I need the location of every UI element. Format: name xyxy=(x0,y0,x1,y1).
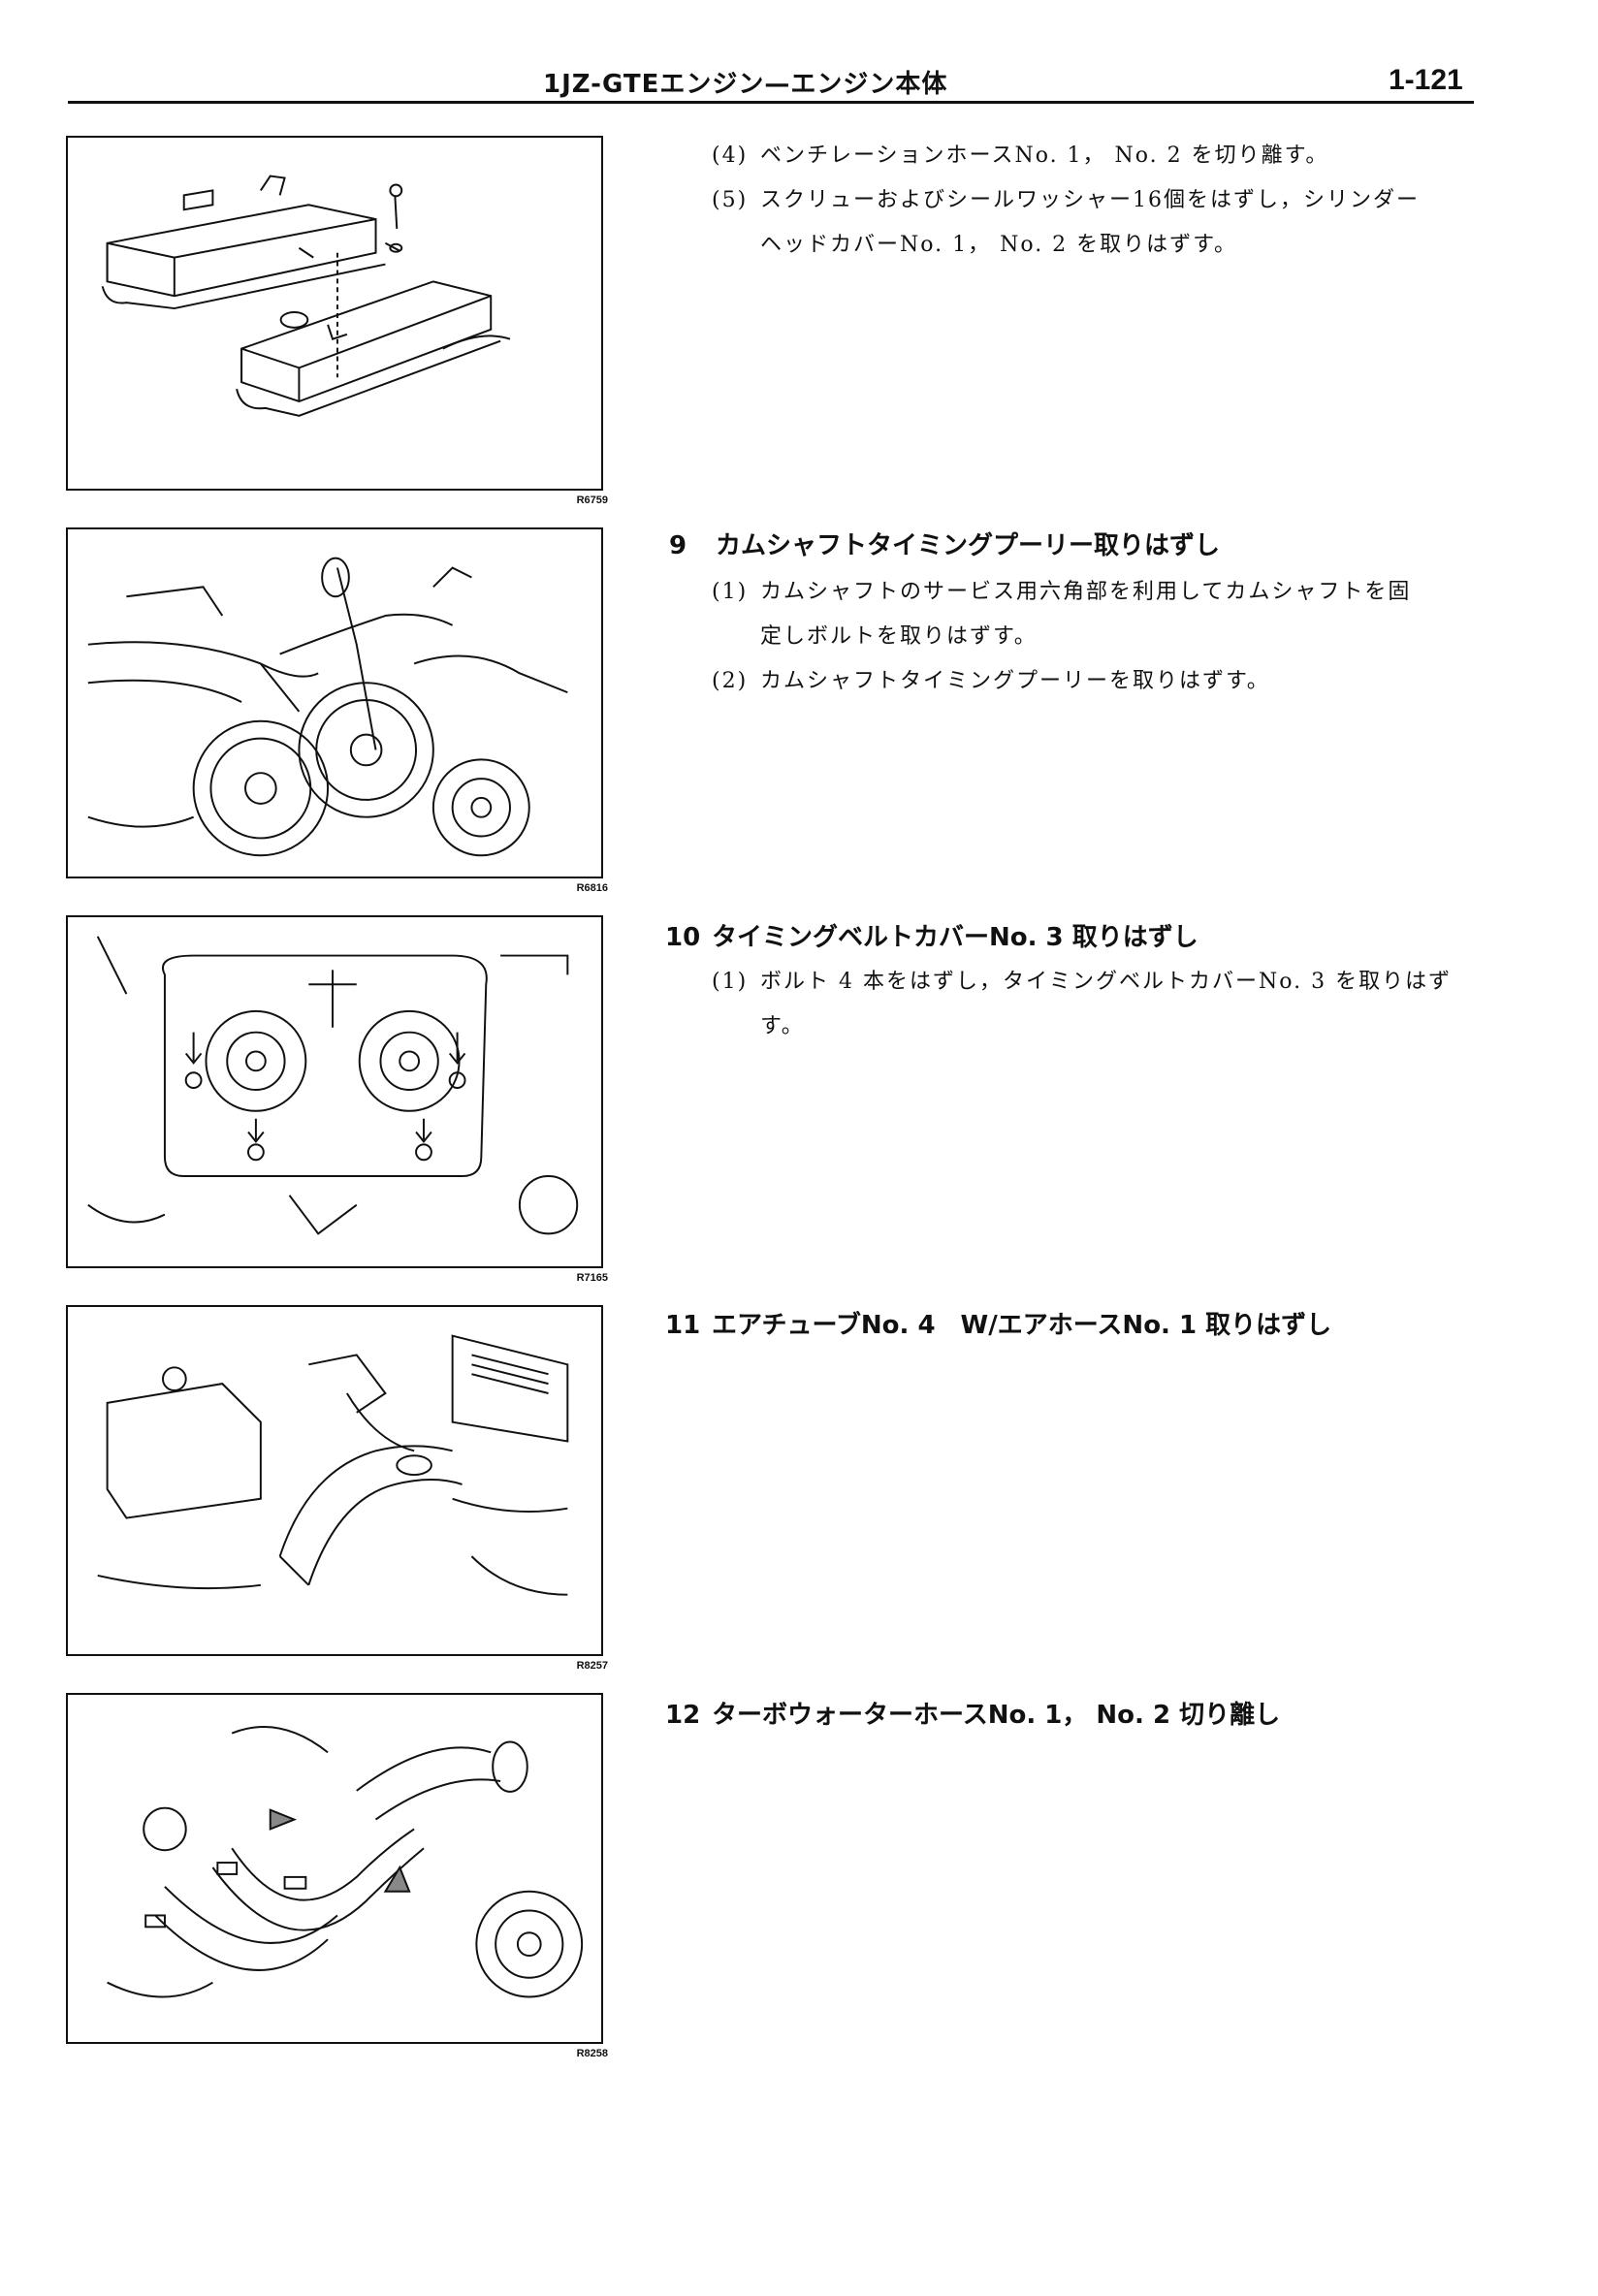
step-text: カムシャフトタイミングプーリーを取りはずす。 xyxy=(760,669,1270,693)
figure-turbo-water-hose xyxy=(66,1693,603,2044)
step-4: (4) ベンチレーションホースNo. 1， No. 2 を切り離す。 xyxy=(712,138,1328,169)
figure-code: R8257 xyxy=(576,1660,608,1672)
figure-timing-belt-cover xyxy=(66,915,603,1268)
section-9-step-1-continuation: 定しボルトを取りはずす。 xyxy=(760,624,1038,649)
turbo-water-hose-illustration xyxy=(107,1726,584,1998)
section-9-heading: 9 カムシャフトタイミングプーリー取りはずし xyxy=(669,526,1220,561)
section-12-heading: 12 ターボウォーターホースNo. 1， No. 2 切り離し xyxy=(665,1695,1280,1731)
figure-air-tube-removal xyxy=(66,1305,603,1656)
step-5-number: (5) xyxy=(712,188,749,212)
step-4-number: (4) xyxy=(712,144,749,168)
figure-code: R8258 xyxy=(576,2048,608,2059)
step-text: ボルト 4 本をはずし，タイミングベルトカバーNo. 3 を取りはず xyxy=(760,970,1453,994)
step-number: (1) xyxy=(712,580,749,604)
section-11-heading: 11 エアチューブNo. 4 W/エアホースNo. 1 取りはずし xyxy=(665,1305,1331,1341)
figure-code: R6759 xyxy=(576,494,608,506)
page-header-title: 1JZ-GTEエンジン—エンジン本体 xyxy=(543,70,948,99)
timing-belt-cover-illustration xyxy=(87,936,579,1235)
section-number: 12 xyxy=(665,1701,701,1730)
figure-camshaft-pulley-removal xyxy=(66,527,603,878)
section-title: カムシャフトタイミングプーリー取りはずし xyxy=(716,531,1221,560)
step-4-text: ベンチレーションホースNo. 1， No. 2 を切り離す。 xyxy=(760,144,1329,168)
step-number: (2) xyxy=(712,669,749,693)
section-number: 9 xyxy=(669,531,687,560)
header-rule xyxy=(68,101,1474,104)
section-9-step-1: (1) カムシャフトのサービス用六角部を利用してカムシャフトを固 xyxy=(712,574,1411,605)
section-title: タイミングベルトカバーNo. 3 取りはずし xyxy=(712,923,1198,952)
section-number: 10 xyxy=(665,923,701,952)
step-text: カムシャフトのサービス用六角部を利用してカムシャフトを固 xyxy=(760,580,1412,604)
cylinder-head-cover-illustration xyxy=(101,175,511,417)
page-number: 1-121 xyxy=(1389,64,1463,96)
section-10-step-1: (1) ボルト 4 本をはずし，タイミングベルトカバーNo. 3 を取りはず xyxy=(712,964,1452,995)
figure-code: R7165 xyxy=(576,1272,608,1284)
figure-cylinder-head-covers xyxy=(66,136,603,491)
figure-code: R6816 xyxy=(576,882,608,894)
step-5-continuation: ヘッドカバーNo. 1， No. 2 を取りはずす。 xyxy=(760,233,1237,257)
step-5-text: スクリューおよびシールワッシャー16個をはずし，シリンダー xyxy=(760,188,1420,212)
air-tube-illustration xyxy=(97,1334,569,1596)
camshaft-pulley-illustration xyxy=(87,557,568,857)
section-title: エアチューブNo. 4 W/エアホースNo. 1 取りはずし xyxy=(712,1311,1332,1340)
step-5: (5) スクリューおよびシールワッシャー16個をはずし，シリンダー xyxy=(712,182,1420,213)
step-number: (1) xyxy=(712,970,749,994)
section-10-heading: 10 タイミングベルトカバーNo. 3 取りはずし xyxy=(665,917,1198,953)
section-9-step-2: (2) カムシャフトタイミングプーリーを取りはずす。 xyxy=(712,663,1270,694)
section-number: 11 xyxy=(665,1311,701,1340)
section-10-step-1-continuation: す。 xyxy=(760,1014,805,1038)
section-title: ターボウォーターホースNo. 1， No. 2 切り離し xyxy=(712,1701,1281,1730)
